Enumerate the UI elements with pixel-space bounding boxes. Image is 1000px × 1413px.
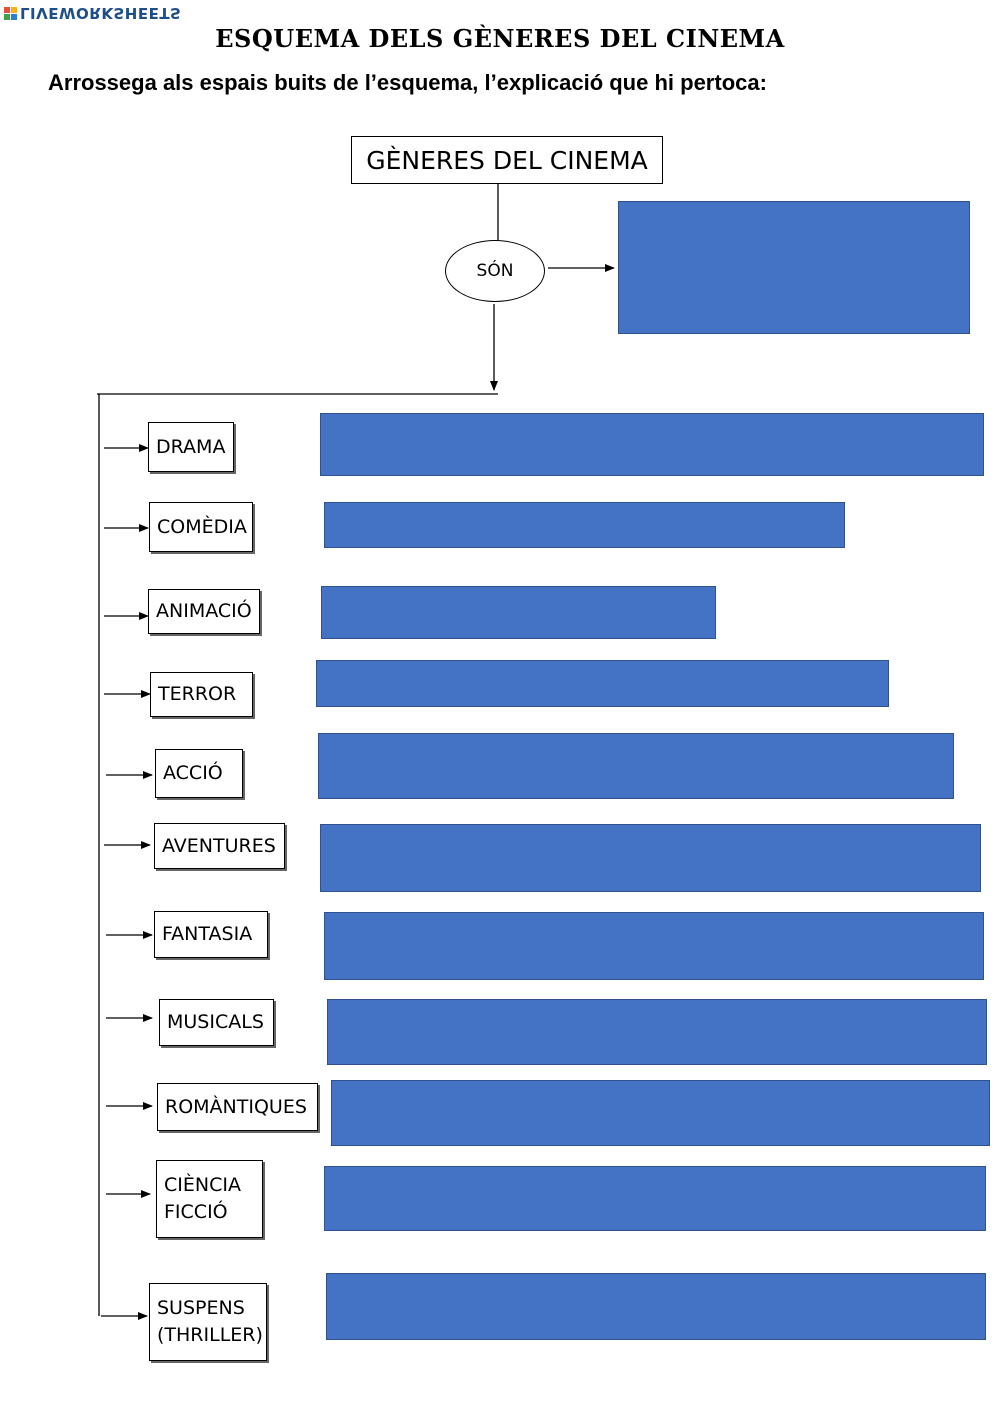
genre-box-terror: TERROR	[150, 672, 253, 717]
genre-box-animacio: ANIMACIÓ	[148, 589, 260, 634]
drop-zone-animacio[interactable]	[321, 586, 716, 639]
genre-box-romantiques: ROMÀNTIQUES	[157, 1083, 318, 1131]
genre-box-suspens: SUSPENS (THRILLER)	[149, 1283, 267, 1361]
drop-zone-musicals[interactable]	[327, 999, 987, 1065]
drop-zone-ciencia-ficcio[interactable]	[324, 1166, 986, 1231]
drop-zone-comedia[interactable]	[324, 502, 845, 548]
genre-box-fantasia: FANTASIA	[154, 911, 268, 958]
logo-square-3	[4, 13, 10, 20]
liveworksheets-logo: LIVEWORKSHEETS	[4, 4, 181, 22]
drop-zone-definition[interactable]	[618, 201, 970, 334]
genre-label-line1: CIÈNCIA	[164, 1174, 241, 1197]
genre-box-drama: DRAMA	[148, 422, 234, 472]
drop-zone-suspens[interactable]	[326, 1273, 986, 1340]
genre-box-musicals: MUSICALS	[159, 999, 274, 1046]
drop-zone-accio[interactable]	[318, 733, 954, 799]
logo-text: LIVEWORKSHEETS	[20, 4, 182, 22]
drop-zone-aventures[interactable]	[320, 824, 981, 892]
drop-zone-romantiques[interactable]	[331, 1080, 990, 1146]
genre-label: ROMÀNTIQUES	[165, 1095, 307, 1118]
genre-label: ANIMACIÓ	[156, 600, 252, 623]
genre-label-line2: FICCIÓ	[164, 1201, 228, 1223]
logo-square-2	[11, 6, 17, 13]
genre-label: TERROR	[158, 683, 237, 706]
genre-label-line2: (THRILLER)	[157, 1324, 263, 1346]
genre-label: DRAMA	[156, 435, 226, 458]
logo-icon	[4, 6, 17, 20]
son-ellipse: SÓN	[445, 240, 545, 302]
genre-label: COMÈDIA	[157, 515, 247, 538]
genre-label: FANTASIA	[162, 923, 253, 946]
genre-box-comedia: COMÈDIA	[149, 502, 253, 552]
genre-box-accio: ACCIÓ	[155, 749, 243, 798]
genre-label: MUSICALS	[167, 1011, 264, 1034]
root-concept-box: GÈNERES DEL CINEMA	[351, 136, 663, 184]
logo-square-4	[11, 13, 17, 20]
drop-zone-drama[interactable]	[320, 413, 984, 476]
genre-box-ciencia-ficcio: CIÈNCIA FICCIÓ	[156, 1160, 263, 1238]
genre-box-aventures: AVENTURES	[154, 823, 285, 869]
genre-label: ACCIÓ	[163, 762, 223, 785]
drop-zone-terror[interactable]	[316, 660, 889, 707]
page-title: ESQUEMA DELS GÈNERES DEL CINEMA	[215, 24, 785, 53]
genre-label: AVENTURES	[162, 834, 276, 857]
drop-zone-fantasia[interactable]	[324, 912, 984, 980]
instruction-text: Arrossega als espais buits de l’esquema,…	[48, 70, 767, 95]
logo-square-1	[4, 6, 10, 13]
genre-label-line1: SUSPENS	[157, 1297, 245, 1320]
